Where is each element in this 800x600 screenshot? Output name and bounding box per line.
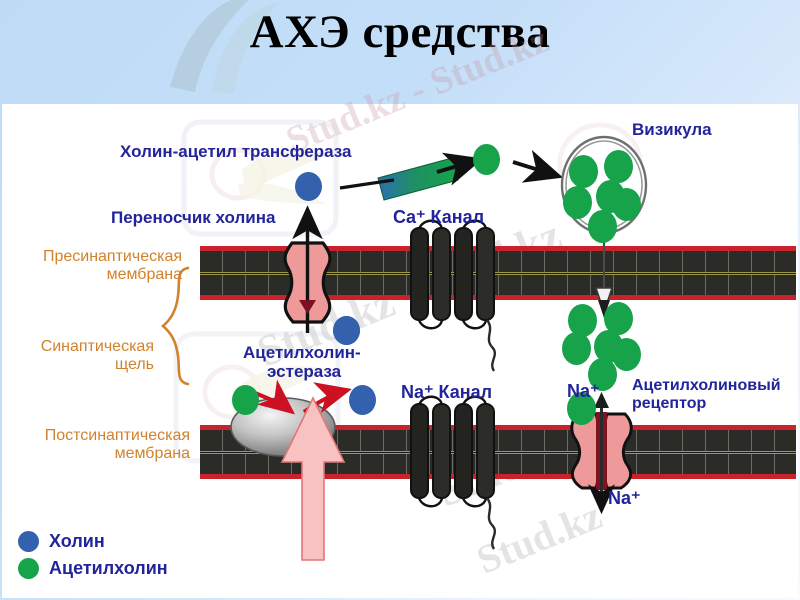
released-acetylcholine-dot <box>588 358 617 391</box>
arrow-choline-to-transferase <box>339 178 395 190</box>
sodium-channel-protein[interactable] <box>410 395 497 550</box>
legend-item-acetylcholine: Ацетилхолин <box>18 555 168 582</box>
vesicle-acetylcholine-dot <box>569 155 598 188</box>
vesicle-acetylcholine-dot <box>588 210 617 243</box>
label-na-channel: Na⁺ Канал <box>401 382 493 402</box>
label-acetylcholine-receptor: Ацетилхолиновый рецептор <box>632 377 781 413</box>
legend-swatch-choline <box>18 531 39 552</box>
label-synaptic-cleft-line2: щель <box>114 355 154 373</box>
synaptic-cleft-brace <box>161 266 190 386</box>
released-acetylcholine-dot <box>562 332 591 365</box>
cleft-choline-dot <box>349 385 376 415</box>
cleft-acetylcholine-dot <box>232 385 259 415</box>
label-synaptic-cleft: Синаптическая щель <box>6 338 154 374</box>
label-presynaptic-membrane-line2: мембрана <box>106 265 182 283</box>
label-acetylcholinesterase: Ацетилхолин- эстераза <box>243 343 361 381</box>
label-acetylcholine-receptor-line1: Ацетилхолиновый <box>632 377 781 394</box>
vesicle-release-arrow <box>594 232 614 318</box>
label-acetylcholine-receptor-line2: рецептор <box>632 394 707 412</box>
label-vesicle: Визикула <box>632 120 712 139</box>
vesicle-acetylcholine-dot <box>612 188 641 221</box>
legend-swatch-acetylcholine <box>18 558 39 579</box>
receptor-bound-acetylcholine <box>567 392 596 425</box>
label-synaptic-cleft-line1: Синаптическая <box>40 338 154 355</box>
label-presynaptic-membrane-line1: Пресинаптическая <box>42 248 182 265</box>
sodium-influx-arrow <box>588 392 615 515</box>
legend-label-choline: Холин <box>49 531 105 551</box>
choline-molecule <box>295 172 322 201</box>
choline-uptake-arrow <box>292 205 323 333</box>
legend-label-acetylcholine: Ацетилхолин <box>49 558 168 578</box>
arrow-transferase-to-ach <box>436 152 484 186</box>
membrane-midline-dark <box>200 273 796 274</box>
vesicle-acetylcholine-dot <box>604 150 633 183</box>
label-choline-transporter: Переносчик холина <box>111 208 276 227</box>
vesicle-acetylcholine-dot <box>563 186 592 219</box>
released-acetylcholine-dot <box>604 302 633 335</box>
calcium-channel-protein[interactable] <box>410 219 497 372</box>
legend-item-choline: Холин <box>18 528 168 555</box>
label-acetylcholinesterase-line2: эстераза <box>267 362 342 382</box>
label-choline-acetyl-transferase: Холин-ацетил трансфераза <box>120 142 352 161</box>
label-presynaptic-membrane: Пресинаптическая мембрана <box>6 248 182 284</box>
label-postsynaptic-membrane-line2: мембрана <box>114 444 190 462</box>
arrow-ach-to-vesicle <box>512 149 564 183</box>
membrane-midline-dark <box>200 452 796 453</box>
cleft-choline-dot-dup <box>333 316 360 345</box>
acetylcholine-receptor-protein[interactable] <box>570 412 633 490</box>
ache-inhibitor-drug-arrow <box>280 396 346 561</box>
label-na-ion-bottom: Na⁺ <box>608 488 641 508</box>
legend: Холин Ацетилхолин <box>18 528 168 582</box>
label-acetylcholinesterase-line1: Ацетилхолин- <box>243 343 361 362</box>
released-acetylcholine-dot <box>612 338 641 371</box>
label-na-ion-top: Na⁺ <box>567 381 600 401</box>
label-postsynaptic-membrane: Постсинаптическая мембрана <box>2 427 190 463</box>
label-ca-channel: Ca⁺ Канал <box>393 207 485 227</box>
label-postsynaptic-membrane-line1: Постсинаптическая <box>44 427 190 444</box>
acetylcholine-molecule <box>473 144 500 175</box>
page-title: АХЭ средства <box>249 6 551 58</box>
released-acetylcholine-dot <box>568 304 597 337</box>
